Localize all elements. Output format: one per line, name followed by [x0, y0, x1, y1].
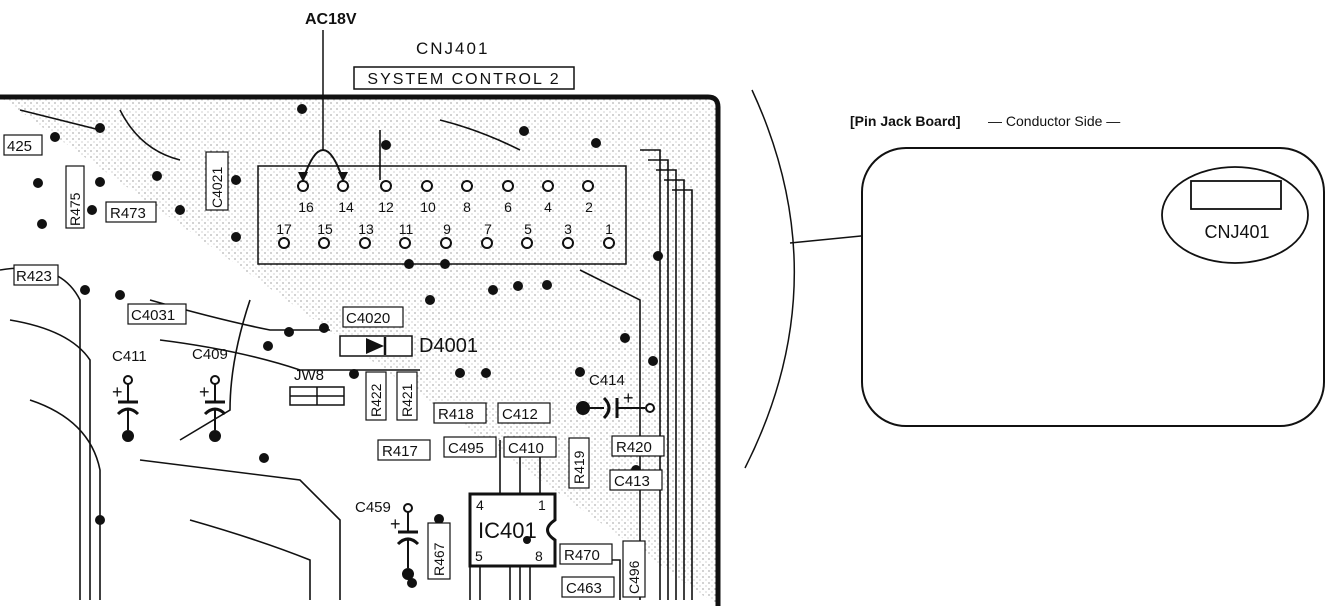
r421-label: R421	[399, 383, 415, 417]
system-control-banner: SYSTEM CONTROL 2	[367, 71, 560, 88]
capacitor-c459: +	[390, 503, 420, 580]
pin-3-label: 3	[564, 221, 572, 237]
c409-plus: +	[199, 382, 210, 402]
pin-12-label: 12	[378, 199, 394, 215]
capacitor-c411: +	[112, 375, 140, 442]
board-region: 16 14 12 10 8 6 4 2 17 15 13 11 9 7 5 3 …	[0, 11, 721, 606]
pin-9-label: 9	[443, 221, 451, 237]
ic401-pin1-marker	[523, 536, 531, 544]
r420-label: R420	[616, 439, 652, 456]
c4031-label: C4031	[131, 307, 175, 324]
r475-label: R475	[67, 192, 83, 226]
pin-17-label: 17	[276, 221, 292, 237]
ac18v-label: AC18V	[305, 11, 357, 28]
r417-label: R417	[382, 443, 418, 460]
c495-label: C495	[448, 440, 484, 457]
c409-label: C409	[192, 346, 228, 363]
pin-11-label: 11	[399, 221, 414, 237]
pin-5-label: 5	[524, 221, 532, 237]
connector-pin-labels: 16 14 12 10 8 6 4 2 17 15 13 11 9 7 5 3 …	[276, 199, 613, 237]
ic401-pin4: 4	[476, 497, 484, 513]
r418-label: R418	[438, 406, 474, 423]
c4021-label: C4021	[209, 167, 225, 208]
cnj401-title: CNJ401	[416, 39, 489, 58]
inset-connector-label: CNJ401	[1204, 222, 1269, 242]
pin-10-label: 10	[420, 199, 436, 215]
ic401-pin8: 8	[535, 548, 543, 564]
c410-label: C410	[508, 440, 544, 457]
pin-1-label: 1	[605, 221, 613, 237]
pin-6-label: 6	[504, 199, 512, 215]
r423-label: R423	[16, 268, 52, 285]
pin-15-label: 15	[317, 221, 333, 237]
ic401-pin5: 5	[475, 548, 483, 564]
inset-connector	[1190, 180, 1282, 210]
diode-icon	[366, 338, 384, 354]
arrow-right-icon	[338, 172, 348, 182]
d4001-label: D4001	[419, 335, 478, 357]
c411-plus: +	[112, 382, 123, 402]
jumper-jw8	[289, 386, 345, 406]
inset-heading-rest: — Conductor Side —	[988, 113, 1120, 129]
ac18v-jumper-arc	[302, 149, 344, 181]
c412-label: C412	[502, 406, 538, 423]
pin-14-label: 14	[338, 199, 354, 215]
c459-plus: +	[390, 514, 401, 534]
c496-label: C496	[626, 560, 642, 594]
r467-label: R467	[431, 542, 447, 576]
pin-13-label: 13	[358, 221, 374, 237]
pin-4-label: 4	[544, 199, 552, 215]
c463-label: C463	[566, 580, 602, 597]
diode-d4001	[339, 335, 413, 357]
r422-label: R422	[368, 383, 384, 417]
arrow-left-icon	[298, 172, 308, 182]
c4020-label: C4020	[346, 310, 390, 327]
jw8-label: JW8	[294, 367, 324, 384]
ic401: IC401 4 1 5 8	[468, 492, 557, 568]
r470-label: R470	[564, 547, 600, 564]
pin-7-label: 7	[484, 221, 492, 237]
component-labels: 425 R475 R473 C4021 R423 C4031 C4020 D40…	[3, 134, 665, 598]
ic401-label: IC401	[478, 518, 537, 543]
ic401-pin1: 1	[538, 497, 546, 513]
pin-16-label: 16	[298, 199, 314, 215]
r473-label: R473	[110, 205, 146, 222]
c413-label: C413	[614, 473, 650, 490]
c414-label: C414	[589, 372, 625, 389]
inset-heading-bold: [Pin Jack Board]	[850, 113, 960, 129]
c411-label: C411	[112, 348, 147, 365]
pads	[33, 104, 663, 588]
capacitor-c414: +	[576, 388, 655, 420]
pin-jack-board-inset: [Pin Jack Board] — Conductor Side — CNJ4…	[850, 113, 1325, 427]
pin-8-label: 8	[463, 199, 471, 215]
c459-label: C459	[355, 499, 391, 516]
c414-plus: +	[623, 388, 634, 408]
r419-label: R419	[571, 450, 587, 484]
zoom-arc	[744, 89, 796, 469]
r425-label: 425	[7, 138, 32, 155]
connector-pin-area	[257, 165, 627, 265]
pin-2-label: 2	[585, 199, 593, 215]
system-control-banner-frame	[353, 66, 575, 90]
capacitor-c409: +	[199, 375, 227, 442]
connector-pins	[278, 180, 615, 249]
